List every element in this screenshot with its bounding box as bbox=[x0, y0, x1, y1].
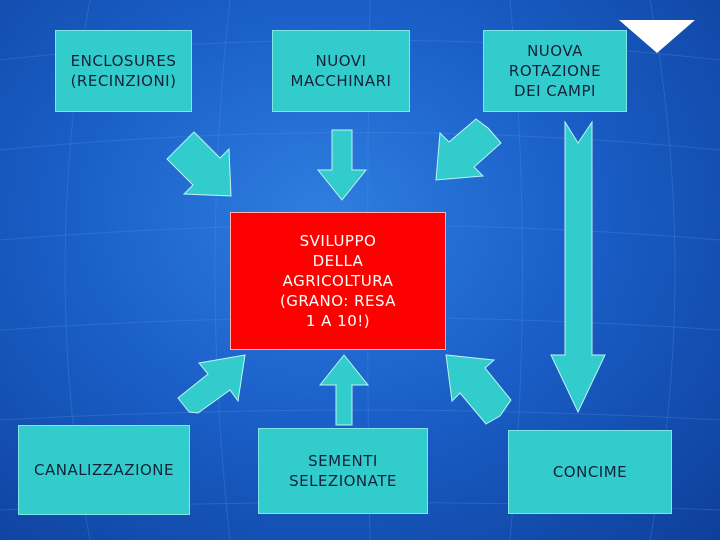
arrow-concime-to-center bbox=[445, 354, 512, 425]
arrow-macchinari-to-center bbox=[316, 129, 368, 201]
node-sementi-selezionate: SEMENTI SELEZIONATE bbox=[258, 428, 428, 514]
node-nuova-rotazione: NUOVA ROTAZIONE DEI CAMPI bbox=[483, 30, 627, 112]
node-canalizzazione: CANALIZZAZIONE bbox=[18, 425, 190, 515]
down-triangle-icon[interactable] bbox=[619, 20, 695, 53]
arrow-rotazione-to-center bbox=[435, 118, 502, 181]
arrow-rotazione-to-concime bbox=[550, 120, 606, 414]
node-nuovi-macchinari: NUOVI MACCHINARI bbox=[272, 30, 410, 112]
node-sviluppo-agricoltura: SVILUPPO DELLA AGRICOLTURA (GRANO: RESA … bbox=[230, 212, 446, 350]
arrow-enclosures-to-center bbox=[166, 131, 232, 197]
node-enclosures: ENCLOSURES (RECINZIONI) bbox=[55, 30, 192, 112]
node-concime: CONCIME bbox=[508, 430, 672, 514]
arrow-canalizzazione-to-center bbox=[177, 354, 246, 414]
arrow-sementi-to-center bbox=[318, 354, 370, 426]
